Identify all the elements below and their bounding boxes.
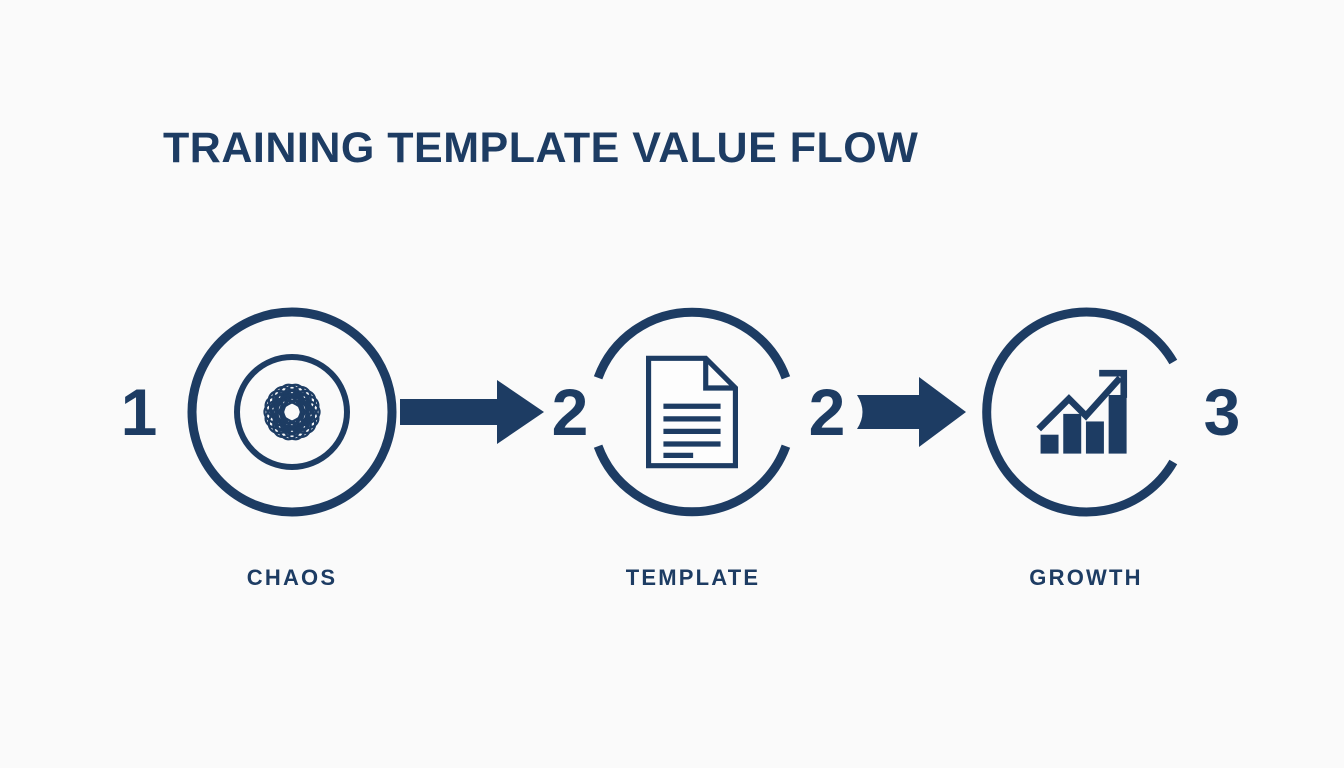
step-number-2-left: 2 <box>551 375 589 449</box>
step-number-3: 3 <box>1203 375 1241 449</box>
flow-step-chaos[interactable] <box>187 307 397 517</box>
document-icon <box>587 307 797 517</box>
step-3-ring <box>982 307 1178 517</box>
stage-label-template: TEMPLATE <box>625 565 761 590</box>
arrow-template-to-growth-icon <box>857 377 966 447</box>
step-number-1: 1 <box>120 375 158 449</box>
scribble-tangle-icon <box>187 307 397 517</box>
arrow-chaos-to-template-icon <box>400 380 544 444</box>
step-2-ring <box>593 307 791 517</box>
stage-label-growth: GROWTH <box>1029 565 1143 590</box>
step-1-ring <box>187 307 397 517</box>
page-title: TRAINING TEMPLATE VALUE FLOW <box>163 124 919 172</box>
flow-step-growth[interactable] <box>980 307 1190 517</box>
flow-step-template[interactable] <box>587 307 797 517</box>
stage-label-chaos: CHAOS <box>246 565 338 590</box>
step-number-2-right: 2 <box>808 375 846 449</box>
growth-bar-chart-arrow-icon <box>980 307 1190 517</box>
